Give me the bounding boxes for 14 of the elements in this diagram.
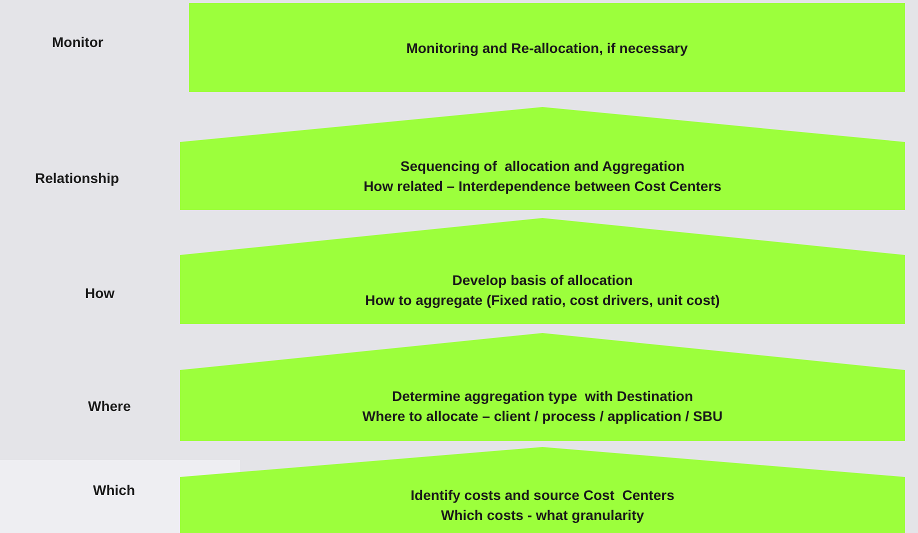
stage-label: Where: [88, 398, 131, 414]
step-text: How to aggregate (Fixed ratio, cost drivers, unit cost): [365, 290, 720, 310]
step-text: Identify costs and source Cost Centers: [410, 486, 674, 505]
step-text: Sequencing of allocation and Aggregation: [400, 157, 685, 176]
stage-label: Which: [93, 482, 135, 498]
step-text: Where to allocate – client / process / application / SBU: [362, 406, 723, 426]
step-text: Which costs - what granularity: [440, 506, 644, 525]
stage-label: Monitor: [52, 34, 104, 50]
step-text: Monitoring and Re-allocation, if necessary: [406, 38, 688, 58]
stage-label: Relationship: [35, 170, 120, 186]
step-text: Develop basis of allocation: [452, 270, 633, 290]
step-text: How related – Interdependence between Cost Centers: [364, 177, 722, 196]
step-text: Determine aggregation type with Destination: [392, 386, 694, 406]
stage-label: How: [85, 285, 115, 301]
